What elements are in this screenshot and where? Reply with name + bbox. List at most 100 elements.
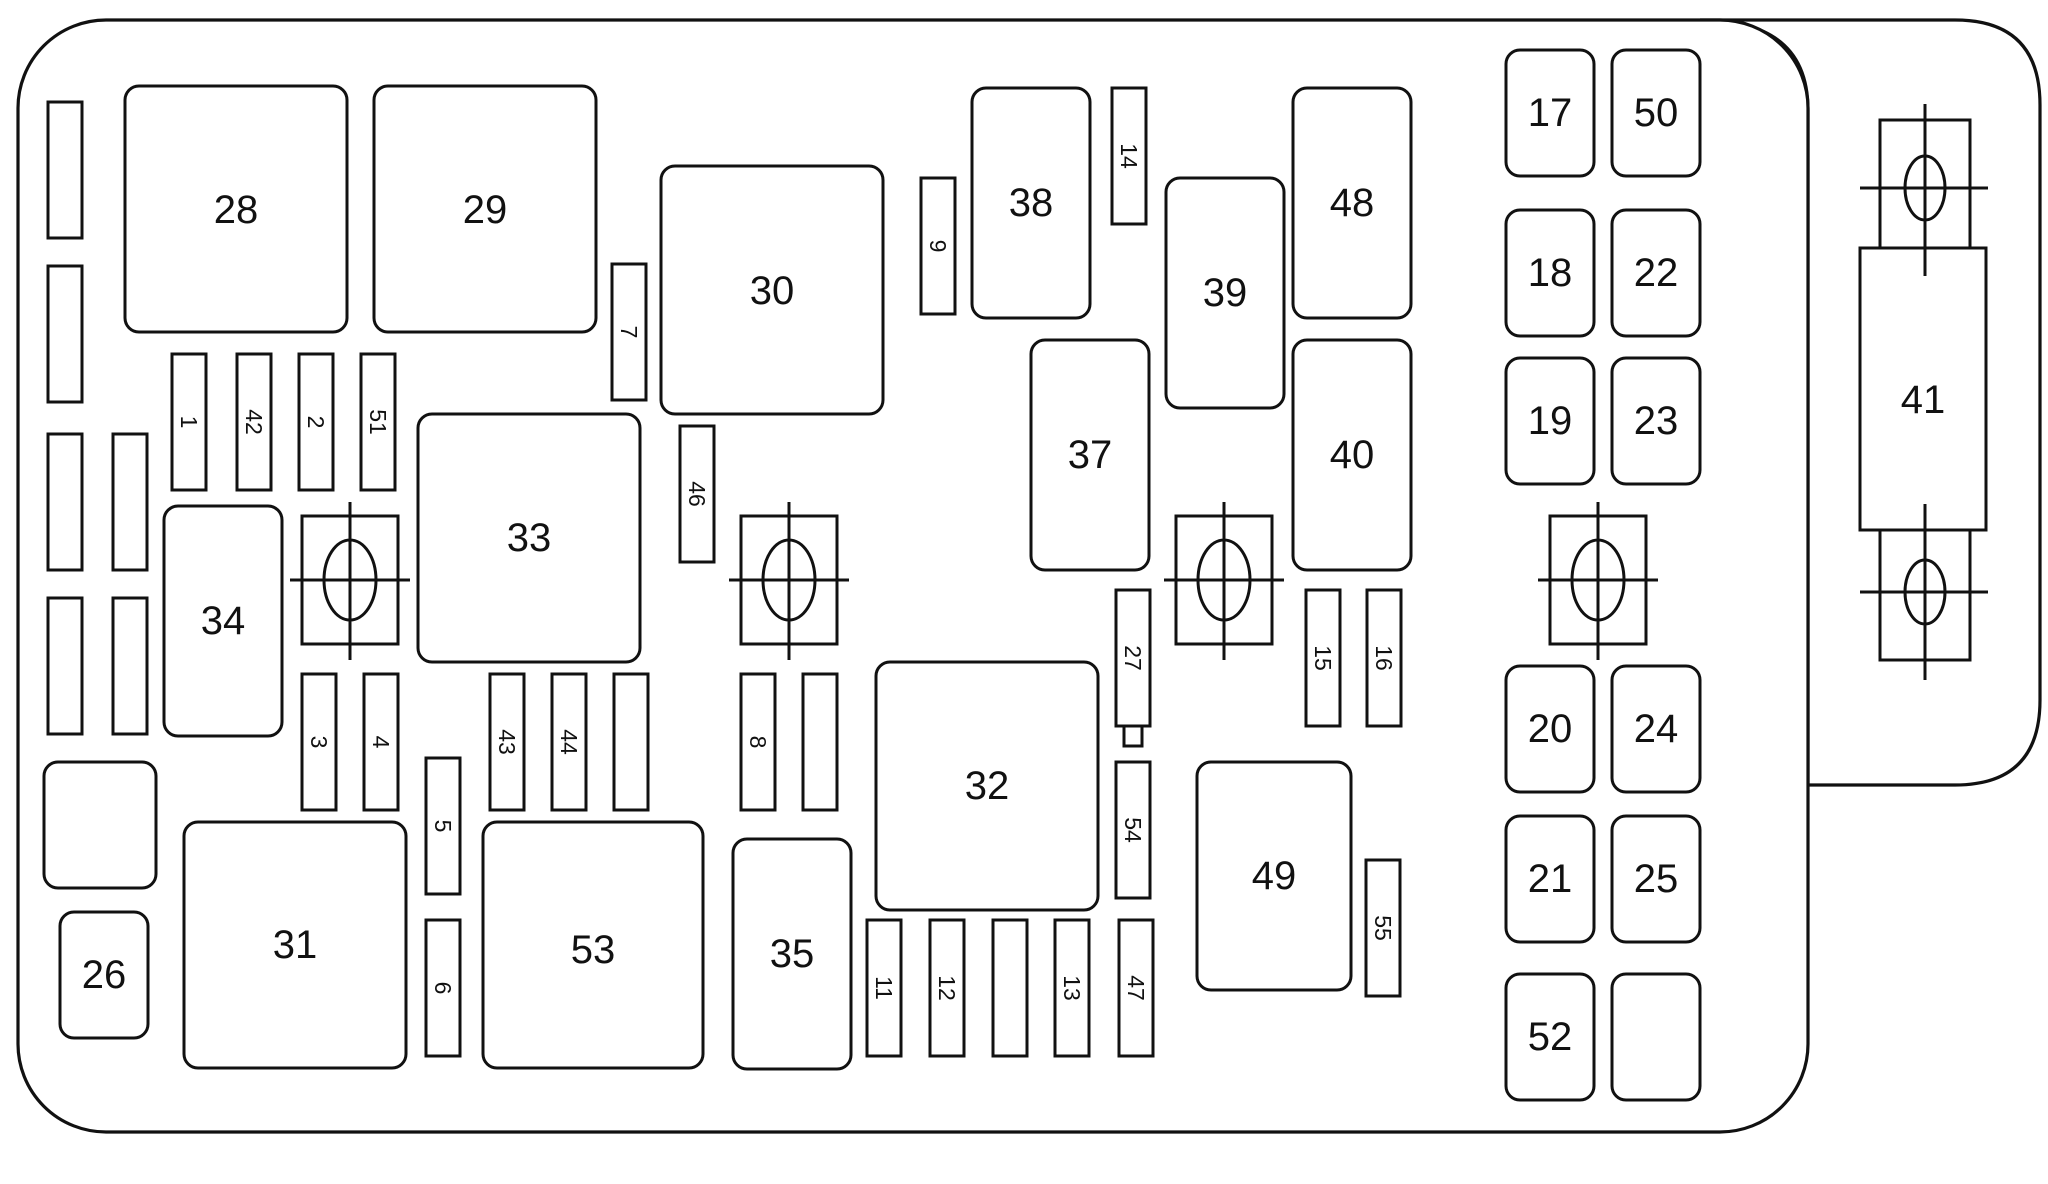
svg-text:44: 44 <box>556 729 582 755</box>
svg-text:51: 51 <box>365 409 391 435</box>
fuse-43: 43 <box>488 672 526 812</box>
fuse-13: 13 <box>1053 918 1091 1058</box>
svg-text:9: 9 <box>925 240 951 253</box>
fuse-55: 55 <box>1364 858 1402 998</box>
relay-18: 18 <box>1504 208 1596 338</box>
svg-text:34: 34 <box>201 599 246 643</box>
fuse-11: 11 <box>865 918 903 1058</box>
bolt-41-top-icon <box>1860 104 1988 276</box>
svg-text:46: 46 <box>684 481 710 507</box>
relay-53: 53 <box>481 820 705 1070</box>
fuse-6: 6 <box>424 918 462 1058</box>
svg-text:32: 32 <box>965 764 1010 808</box>
unlabeled-fuse-l6 <box>111 596 149 736</box>
fuse-5: 5 <box>424 756 462 896</box>
relay-40: 40 <box>1291 338 1413 572</box>
fuse-9: 9 <box>919 176 957 316</box>
svg-text:42: 42 <box>241 409 267 435</box>
svg-text:17: 17 <box>1528 91 1573 135</box>
svg-text:24: 24 <box>1634 707 1679 751</box>
svg-text:6: 6 <box>430 982 456 995</box>
relay-52: 52 <box>1504 972 1596 1102</box>
fuse-44: 44 <box>550 672 588 812</box>
svg-text:19: 19 <box>1528 399 1573 443</box>
fuse-27: 27 <box>1114 588 1152 748</box>
svg-text:41: 41 <box>1901 378 1946 422</box>
svg-text:16: 16 <box>1371 645 1397 671</box>
svg-text:2: 2 <box>303 416 329 429</box>
svg-text:31: 31 <box>273 923 318 967</box>
svg-text:55: 55 <box>1370 915 1396 941</box>
fuse-15: 15 <box>1304 588 1342 728</box>
svg-text:54: 54 <box>1120 817 1146 843</box>
relay-30: 30 <box>659 164 885 416</box>
svg-text:33: 33 <box>507 516 552 560</box>
svg-text:47: 47 <box>1123 975 1149 1001</box>
mounting-bolt-4-icon <box>1538 502 1658 660</box>
svg-text:13: 13 <box>1059 975 1085 1001</box>
unlabeled-relay-right <box>1610 972 1702 1102</box>
svg-text:21: 21 <box>1528 857 1573 901</box>
svg-text:1: 1 <box>176 416 202 429</box>
relay-37: 37 <box>1029 338 1151 572</box>
unlabeled-fuse-l5 <box>46 596 84 736</box>
relay-23: 23 <box>1610 356 1702 486</box>
relay-19: 19 <box>1504 356 1596 486</box>
svg-text:15: 15 <box>1310 645 1336 671</box>
svg-text:30: 30 <box>750 269 795 313</box>
svg-text:43: 43 <box>494 729 520 755</box>
fuse-54: 54 <box>1114 760 1152 900</box>
relay-50: 50 <box>1610 48 1702 178</box>
mounting-bolt-3-icon <box>1164 502 1284 660</box>
svg-text:25: 25 <box>1634 857 1679 901</box>
relay-28: 28 <box>123 84 349 334</box>
relay-25: 25 <box>1610 814 1702 944</box>
svg-text:3: 3 <box>306 736 332 749</box>
relay-38: 38 <box>970 86 1092 320</box>
fuse-1: 1 <box>170 352 208 492</box>
svg-text:23: 23 <box>1634 399 1679 443</box>
svg-text:48: 48 <box>1330 181 1375 225</box>
unlabeled-fuse-m2 <box>801 672 839 812</box>
svg-text:39: 39 <box>1203 271 1248 315</box>
fuse-16: 16 <box>1365 588 1403 728</box>
svg-text:35: 35 <box>770 932 815 976</box>
relay-48: 48 <box>1291 86 1413 320</box>
relay-26: 26 <box>58 910 150 1040</box>
fuse-46: 46 <box>678 424 716 564</box>
relay-21: 21 <box>1504 814 1596 944</box>
relay-29: 29 <box>372 84 598 334</box>
relay-31: 31 <box>182 820 408 1070</box>
relay-20: 20 <box>1504 664 1596 794</box>
relay-34: 34 <box>162 504 284 738</box>
fuse-8: 8 <box>739 672 777 812</box>
svg-text:52: 52 <box>1528 1015 1573 1059</box>
svg-text:7: 7 <box>616 326 642 339</box>
relay-33: 33 <box>416 412 642 664</box>
mounting-bolt-2-icon <box>729 502 849 660</box>
bolt-41-bottom-icon <box>1860 504 1988 680</box>
svg-text:20: 20 <box>1528 707 1573 751</box>
relay-17: 17 <box>1504 48 1596 178</box>
fuse-51: 51 <box>359 352 397 492</box>
unlabeled-fuse-l3 <box>46 432 84 572</box>
svg-text:37: 37 <box>1068 433 1113 477</box>
svg-text:50: 50 <box>1634 91 1679 135</box>
relay-39: 39 <box>1164 176 1286 410</box>
fuse-14: 14 <box>1110 86 1148 226</box>
svg-text:38: 38 <box>1009 181 1054 225</box>
unlabeled-fuse-l1 <box>46 100 84 240</box>
svg-text:8: 8 <box>745 736 771 749</box>
relay-49: 49 <box>1195 760 1353 992</box>
svg-text:4: 4 <box>368 736 394 749</box>
relay-24: 24 <box>1610 664 1702 794</box>
svg-text:22: 22 <box>1634 251 1679 295</box>
fuse-4: 4 <box>362 672 400 812</box>
mounting-bolt-1-icon <box>290 502 410 660</box>
fuse-2: 2 <box>297 352 335 492</box>
svg-text:14: 14 <box>1116 143 1142 169</box>
svg-text:11: 11 <box>871 976 897 1000</box>
svg-text:12: 12 <box>934 975 960 1001</box>
component-41: 41 <box>1858 118 1988 662</box>
